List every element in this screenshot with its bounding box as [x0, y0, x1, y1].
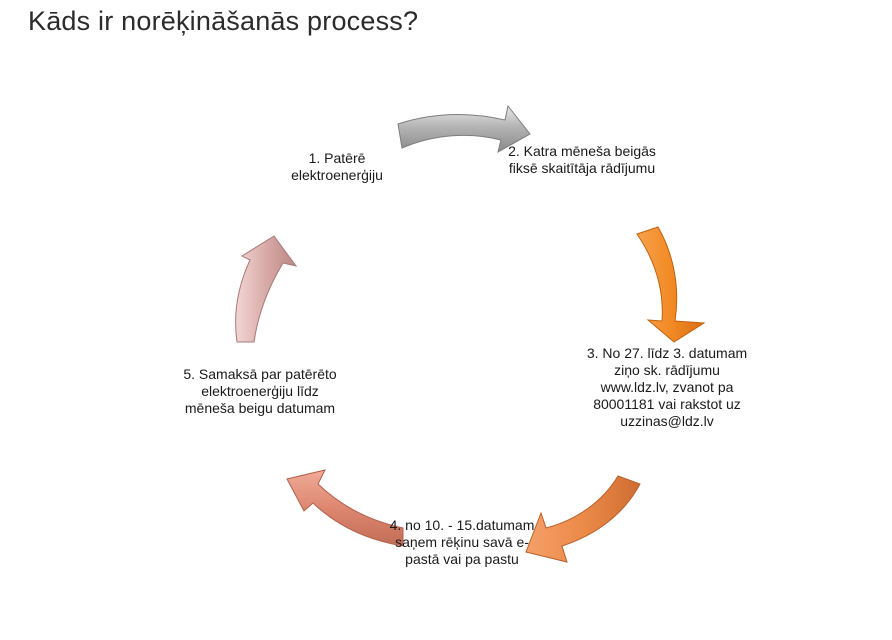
- arrow-step3-to-step4: [525, 475, 641, 563]
- step-2-label: 2. Katra mēneša beigās fiksē skaitītāja …: [508, 143, 656, 176]
- arrow-step5-to-step1: [235, 235, 298, 343]
- arrow-step4-to-step5: [286, 469, 404, 547]
- arrow-step1-to-step2: [397, 104, 531, 154]
- step-5-label: 5. Samaksā par patērēto elektroenerģiju …: [183, 366, 337, 416]
- step-1-label: 1. Patērē elektroenerģiju: [291, 150, 383, 183]
- page-title: Kāds ir norēķināšanās process?: [28, 6, 419, 36]
- arrow-step2-to-step3: [636, 226, 706, 343]
- step-4-label: 4. no 10. - 15.datumam saņem rēķinu savā…: [389, 517, 535, 567]
- step-3-label: 3. No 27. līdz 3. datumam ziņo sk. rādīj…: [586, 345, 748, 429]
